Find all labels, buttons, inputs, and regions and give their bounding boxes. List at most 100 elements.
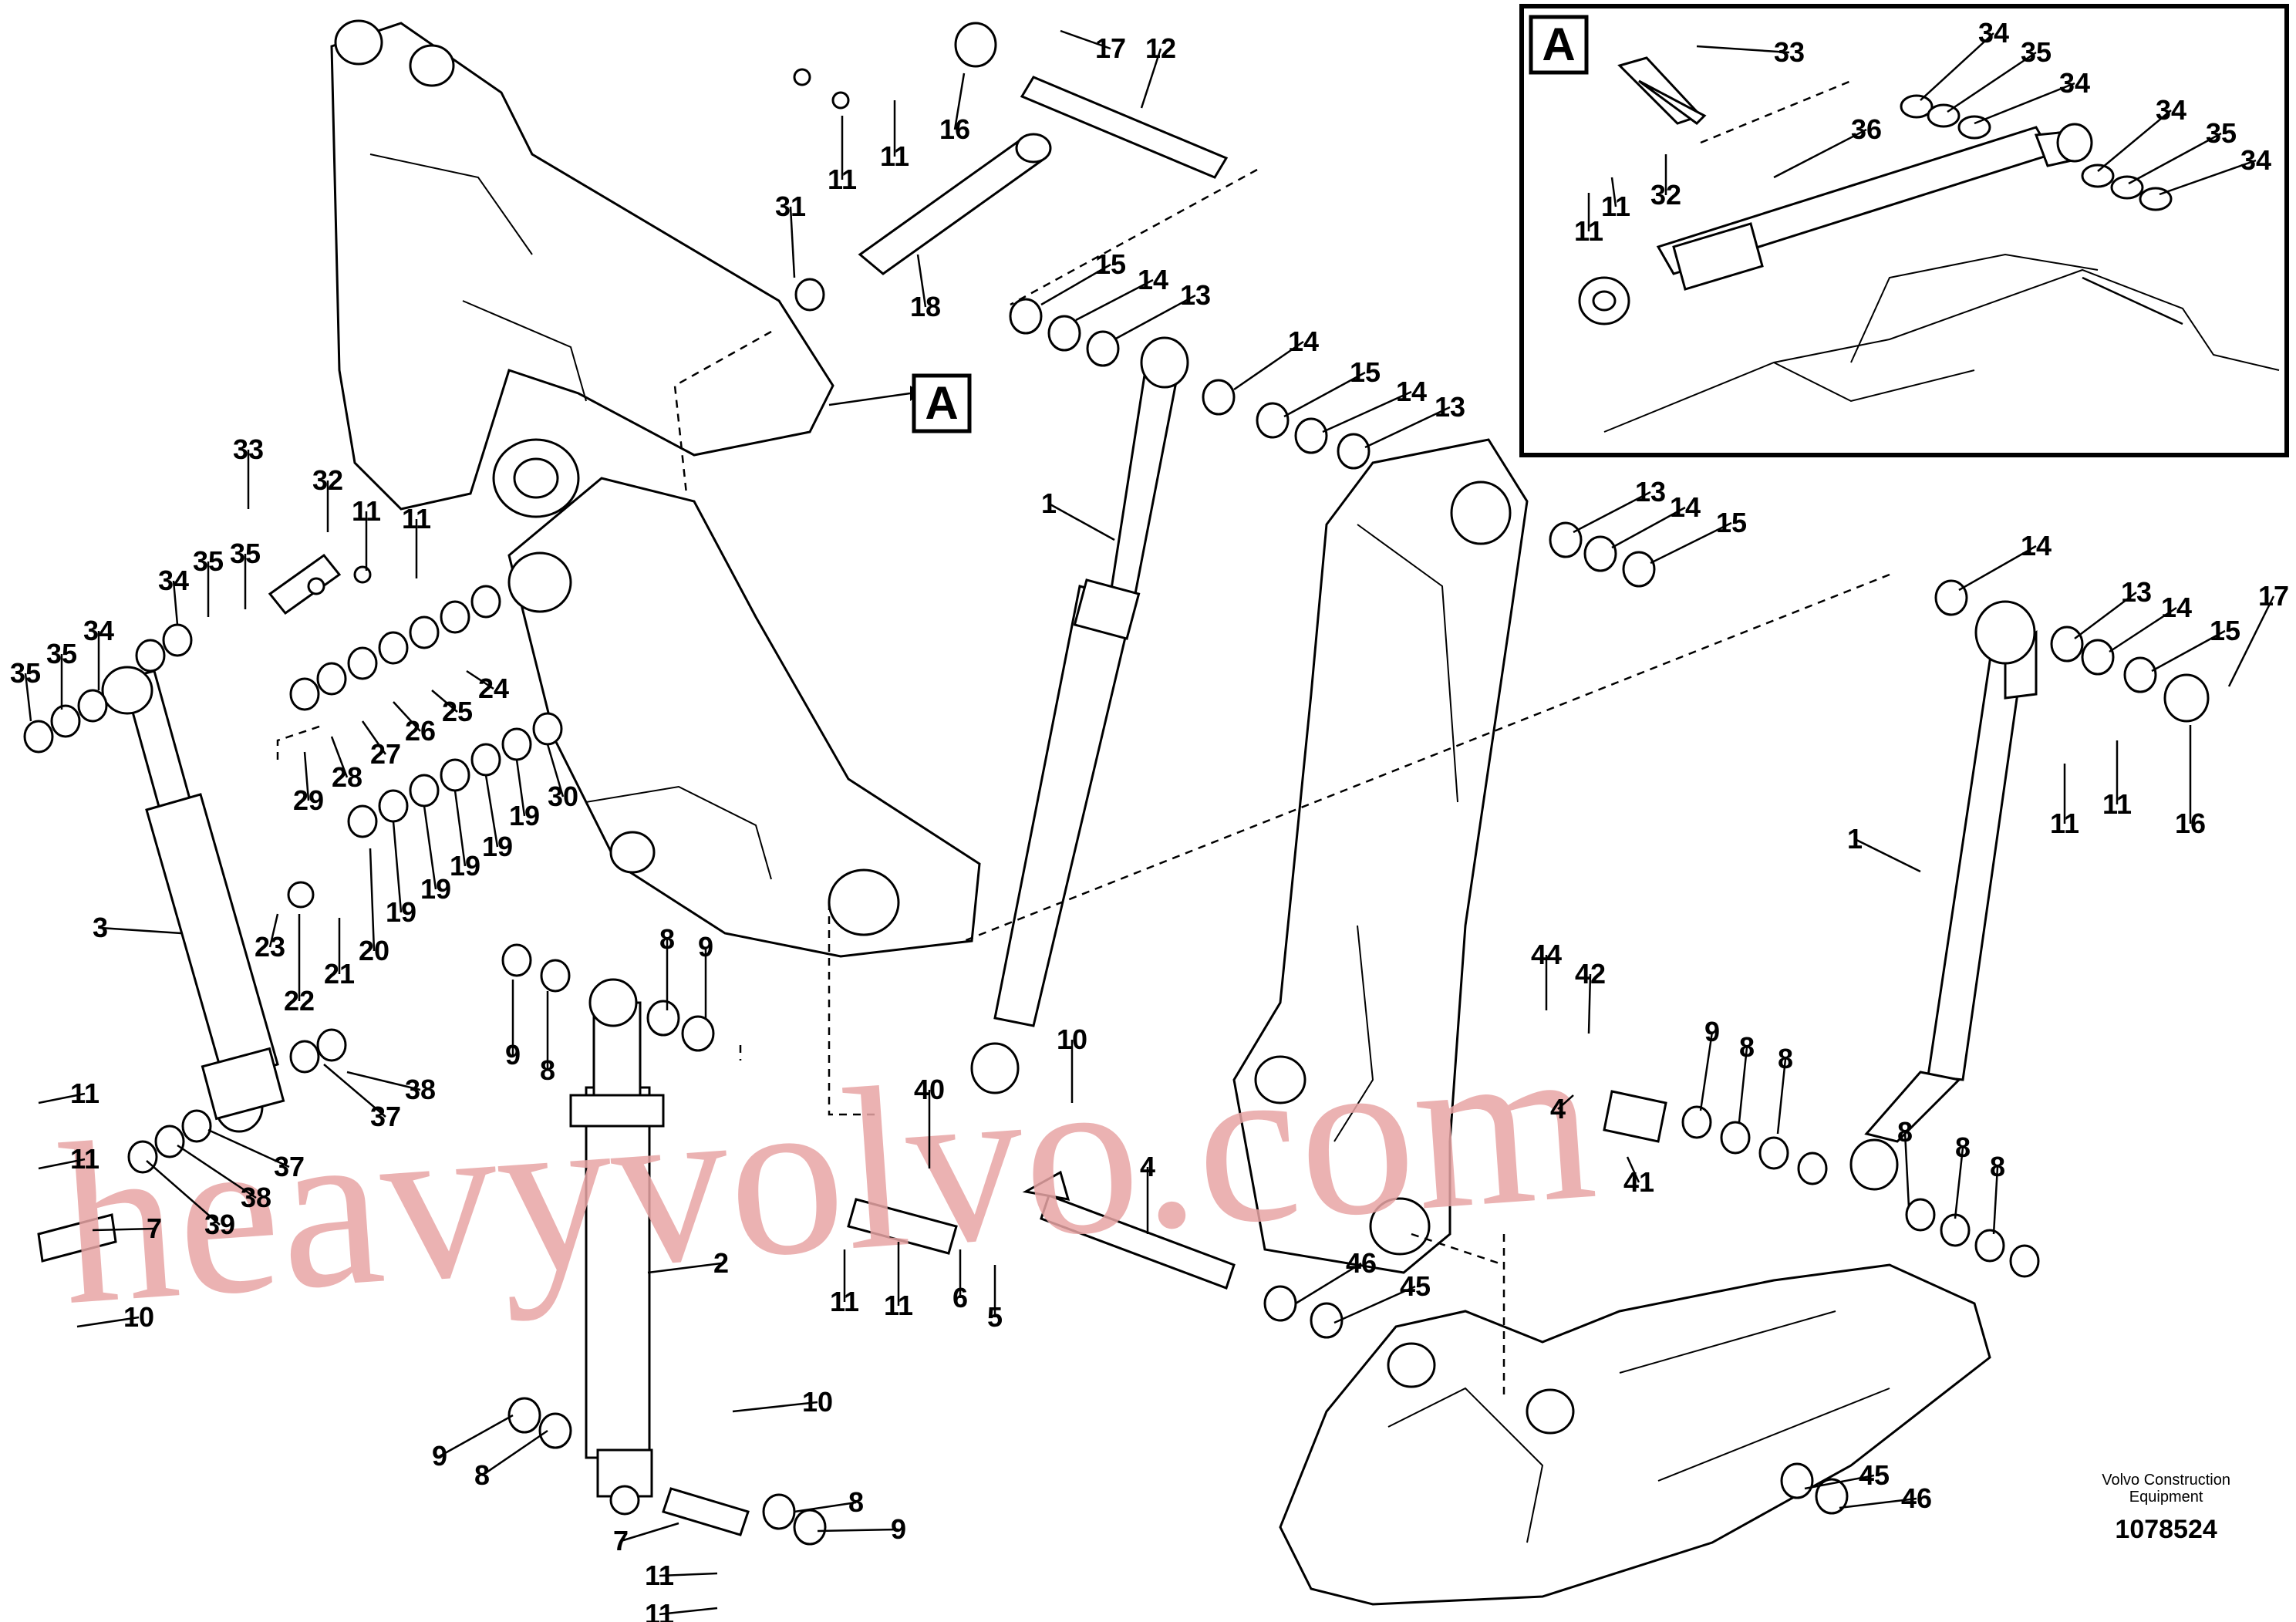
callout-34: 34 [1978,17,2009,49]
callout-40: 40 [914,1074,945,1105]
callout-9: 9 [1704,1016,1720,1047]
boom-lower-section [507,477,981,958]
callout-46: 46 [1346,1247,1377,1279]
leader-line-4 [1557,1094,1574,1110]
leader-line-14 [1322,390,1412,433]
callout-29: 29 [293,784,324,816]
callout-20: 20 [359,935,389,966]
inset-letter: A [1542,19,1575,70]
document-number: 1078524 [2115,1515,2217,1544]
callout-8: 8 [1739,1031,1755,1063]
leader-line-11 [38,1092,86,1104]
callout-14: 14 [1138,264,1168,295]
leader-line-11 [38,1158,86,1170]
callout-34: 34 [158,565,189,596]
leader-line-35 [1947,51,2037,113]
leader-line-18 [916,254,927,308]
callout-16: 16 [2175,808,2206,839]
callout-32: 32 [1650,179,1681,211]
callout-17: 17 [1095,32,1126,64]
callout-9: 9 [432,1440,447,1472]
callout-11: 11 [830,1286,859,1317]
callout-14: 14 [1396,376,1427,407]
leader-line-28 [330,736,349,778]
leader-line-16 [953,73,966,130]
callout-38: 38 [405,1074,436,1105]
leader-line-45 [1333,1285,1416,1324]
callout-31: 31 [775,191,806,222]
leader-line-42 [1587,973,1592,1034]
leader-line-35 [2128,132,2222,185]
leader-line-45 [1804,1474,1875,1490]
callout-15: 15 [2210,615,2240,646]
leader-line-19 [484,774,499,848]
leader-line-17 [2227,595,2275,687]
callout-32: 32 [312,464,343,496]
callout-3: 3 [93,912,108,943]
callout-26: 26 [405,715,436,747]
leader-line-14 [2109,606,2177,653]
callout-9: 9 [505,1039,521,1071]
leader-line-8 [1992,1166,1999,1235]
upper-frame [1279,1263,1991,1606]
callout-25: 25 [442,696,473,727]
callout-8: 8 [659,923,675,955]
leader-line-39 [146,1160,221,1226]
callout-8: 8 [540,1054,555,1086]
leader-line-17 [1060,29,1111,50]
callout-7: 7 [147,1212,162,1244]
callout-35: 35 [46,638,77,669]
callout-8: 8 [1778,1043,1793,1074]
callout-23: 23 [255,931,285,963]
leader-line-30 [546,744,565,798]
leader-line-34 [172,580,179,626]
leader-line-14 [1958,545,2037,592]
main-boom [330,19,834,518]
washers [23,22,2210,1546]
leader-line-29 [303,751,310,801]
callout-33: 33 [1774,36,1805,68]
inset-frame: A [1519,4,2289,457]
leader-line-13 [1364,406,1451,449]
callout-6: 6 [952,1282,968,1313]
leader-line-8 [1776,1058,1787,1135]
leader-line-10 [76,1316,140,1328]
callout-8: 8 [1955,1131,1971,1163]
callout-10: 10 [1057,1023,1087,1055]
callout-10: 10 [802,1386,833,1418]
leader-line-34 [2159,159,2257,196]
callout-10: 10 [123,1301,154,1333]
leader-line-13 [2074,592,2137,639]
callout-11: 11 [884,1290,913,1321]
callout-38: 38 [241,1182,271,1213]
callout-35: 35 [10,657,41,689]
leader-line-7 [92,1227,155,1232]
callout-2: 2 [713,1247,729,1279]
callout-17: 17 [2258,580,2289,612]
arm [1232,438,1529,1274]
callout-34: 34 [83,615,114,646]
callout-15: 15 [1716,507,1747,538]
callout-11: 11 [1574,215,1603,247]
brand-block: Volvo Construction Equipment 1078524 [2102,1472,2230,1545]
leader-line-13 [1573,491,1651,534]
callout-8: 8 [474,1459,490,1491]
callout-35: 35 [2021,36,2052,68]
leader-line-19 [453,790,467,867]
callout-19: 19 [386,896,416,928]
leader-line-8 [794,1501,857,1513]
callout-30: 30 [548,781,578,812]
leader-line-14 [1611,506,1686,549]
callout-35: 35 [230,538,261,569]
leader-line-26 [393,701,421,732]
callout-27: 27 [370,738,401,770]
callout-22: 22 [284,985,315,1017]
brand-line-1: Volvo Construction [2102,1472,2230,1489]
callout-11: 11 [352,495,381,527]
callout-33: 33 [233,433,264,465]
callout-24: 24 [478,673,509,704]
callout-11: 11 [880,140,909,172]
callout-14: 14 [2161,592,2192,623]
callout-11: 11 [70,1143,99,1175]
